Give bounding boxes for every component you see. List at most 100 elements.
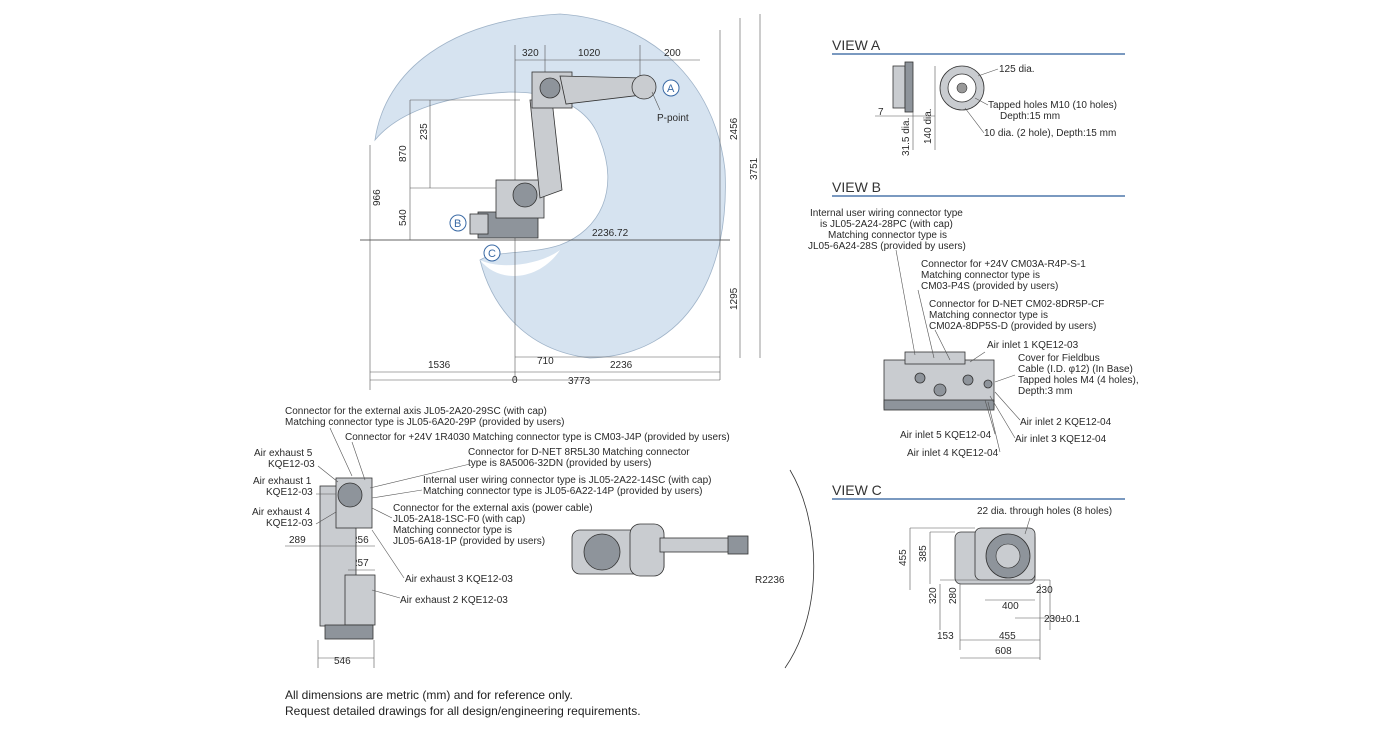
footer-note-1: All dimensions are metric (mm) and for r… [285, 688, 573, 702]
view-b-title: VIEW B [832, 179, 881, 195]
lower-ex1-b: KQE12-03 [266, 487, 313, 498]
marker-b [449, 214, 467, 232]
view-c-dim-385: 385 [918, 545, 929, 562]
dim-3773: 3773 [568, 376, 591, 387]
dim-3751: 3751 [749, 157, 760, 180]
view-b-cover-4: Depth:3 mm [1018, 386, 1072, 397]
view-b-24v-3: CM03-P4S (provided by users) [921, 281, 1058, 292]
dim-235: 235 [419, 123, 430, 140]
view-a-dim-31-5: 31.5 dia. [901, 118, 912, 156]
dim-870: 870 [398, 145, 409, 162]
view-a-tapped-1: Tapped holes M10 (10 holes) [988, 100, 1117, 111]
dim-2236: 2236 [610, 360, 633, 371]
lower-24v: Connector for +24V 1R4030 Matching conne… [345, 432, 730, 443]
view-c-dim-400: 400 [1002, 601, 1019, 612]
lower-ex5-b: KQE12-03 [268, 459, 315, 470]
marker-c-label: C [488, 248, 496, 260]
marker-c [483, 244, 501, 262]
view-b-iu-2: is JL05-2A24-28PC (with cap) [820, 219, 953, 230]
dim-320: 320 [522, 48, 539, 59]
view-b-air5: Air inlet 5 KQE12-04 [900, 430, 992, 441]
view-a-dia125: 125 dia. [999, 64, 1035, 75]
lower-ex3: Air exhaust 3 KQE12-03 [405, 574, 513, 585]
view-a-dia10: 10 dia. (2 hole), Depth:15 mm [984, 128, 1116, 139]
robot-front-illustration [319, 477, 376, 640]
dim-966: 966 [372, 189, 383, 206]
work-envelope [374, 13, 726, 359]
view-a-tapped-2: Depth:15 mm [1000, 111, 1060, 122]
lower-ex1-a: Air exhaust 1 [253, 476, 312, 487]
view-b-air3: Air inlet 3 KQE12-04 [1015, 434, 1107, 445]
view-b: VIEW B Internal user wiring connector ty… [808, 179, 1139, 459]
marker-b-label: B [454, 218, 461, 230]
p-point-label: P-point [657, 113, 689, 124]
lower-front-view: Connector for the external axis JL05-2A2… [252, 406, 730, 668]
view-c-holes: 22 dia. through holes (8 holes) [977, 506, 1112, 517]
lower-iuw-2: Matching connector type is JL05-6A22-14P… [423, 486, 702, 497]
view-c-title: VIEW C [832, 482, 882, 498]
view-c-dim-455: 455 [898, 549, 909, 566]
lower-top-view: R2236 [571, 469, 815, 669]
lower-pw-1: Connector for the external axis (power c… [393, 503, 593, 514]
robot-side-illustration [469, 71, 657, 239]
view-b-air1: Air inlet 1 KQE12-03 [987, 340, 1079, 351]
robot-base-rear [883, 351, 995, 411]
marker-a [662, 79, 680, 97]
lower-ex4-b: KQE12-03 [266, 518, 313, 529]
view-c-dim-230-tol: 230±0.1 [1044, 614, 1081, 625]
dim-710: 710 [537, 356, 554, 367]
lower-ex5-a: Air exhaust 5 [254, 448, 313, 459]
lower-dim-546: 546 [334, 656, 351, 667]
lower-dnet-1: Connector for D-NET 8R5L30 Matching conn… [468, 447, 690, 458]
lower-r2236: R2236 [755, 575, 785, 586]
view-b-iu-3: Matching connector type is [828, 230, 947, 241]
view-b-cover-1: Cover for Fieldbus [1018, 353, 1100, 364]
dim-1536: 1536 [428, 360, 451, 371]
view-b-air2: Air inlet 2 KQE12-04 [1020, 417, 1112, 428]
dim-540: 540 [398, 209, 409, 226]
lower-dim-289: 289 [289, 535, 306, 546]
lower-ext-2: Matching connector type is JL05-6A20-29P… [285, 417, 564, 428]
view-c: VIEW C 22 dia. through holes (8 holes) 4… [832, 482, 1125, 660]
lower-ext-1: Connector for the external axis JL05-2A2… [285, 406, 547, 417]
lower-pw-2: JL05-2A18-1SC-F0 (with cap) [393, 514, 525, 525]
view-a: VIEW A 125 dia. Tapped holes M10 (10 hol… [832, 37, 1125, 156]
base-plate-top [954, 527, 1036, 585]
lower-ex2: Air exhaust 2 KQE12-03 [400, 595, 508, 606]
dim-0: 0 [512, 375, 518, 386]
lower-iuw-1: Internal user wiring connector type is J… [423, 475, 711, 486]
view-b-iu-4: JL05-6A24-28S (provided by users) [808, 241, 966, 252]
view-b-air4: Air inlet 4 KQE12-04 [907, 448, 999, 459]
view-b-cover-2: Cable (I.D. φ12) (In Base) [1018, 364, 1133, 375]
view-c-dim-230: 230 [1036, 585, 1053, 596]
view-b-iu-1: Internal user wiring connector type [810, 208, 963, 219]
lower-ex4-a: Air exhaust 4 [252, 507, 311, 518]
view-c-dim-153: 153 [937, 631, 954, 642]
view-b-cover-3: Tapped holes M4 (4 holes), [1018, 375, 1139, 386]
dim-2456: 2456 [729, 117, 740, 140]
view-c-dim-455b: 455 [999, 631, 1016, 642]
view-a-title: VIEW A [832, 37, 881, 53]
view-c-dim-608: 608 [995, 646, 1012, 657]
side-view: 320 1020 200 966 870 540 235 2456 3751 1… [360, 13, 761, 390]
view-c-dim-280: 280 [948, 587, 959, 604]
dim-2236-72: 2236.72 [592, 228, 629, 239]
dim-1020: 1020 [578, 48, 601, 59]
robot-top-illustration [571, 523, 749, 577]
lower-dim-257: 257 [352, 558, 369, 569]
lower-dim-256: 256 [352, 535, 369, 546]
view-b-24v-1: Connector for +24V CM03A-R4P-S-1 [921, 259, 1086, 270]
marker-a-label: A [667, 83, 675, 95]
view-b-24v-2: Matching connector type is [921, 270, 1040, 281]
view-a-dim-7: 7 [878, 107, 884, 118]
dim-200: 200 [664, 48, 681, 59]
lower-pw-3: Matching connector type is [393, 525, 512, 536]
lower-dnet-2: type is 8A5006-32DN (provided by users) [468, 458, 651, 469]
footer-note-2: Request detailed drawings for all design… [285, 704, 641, 718]
lower-pw-4: JL05-6A18-1P (provided by users) [393, 536, 545, 547]
view-b-dnet-1: Connector for D-NET CM02-8DR5P-CF [929, 299, 1104, 310]
view-c-dim-320: 320 [928, 587, 939, 604]
dim-1295: 1295 [729, 287, 740, 310]
view-b-dnet-3: CM02A-8DP5S-D (provided by users) [929, 321, 1096, 332]
